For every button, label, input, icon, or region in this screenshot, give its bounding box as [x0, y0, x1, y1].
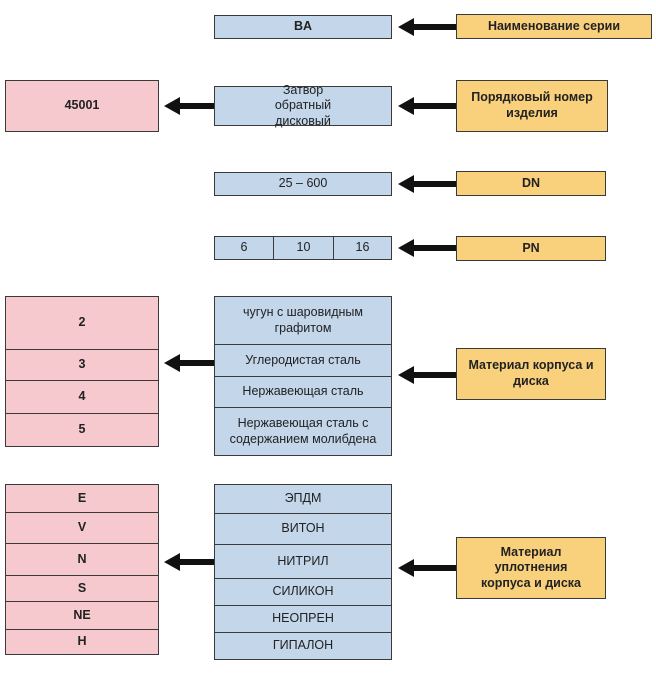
- body-material-ductile-iron-text: чугун с шаровидным графитом: [243, 304, 363, 335]
- dn-value: 25 – 600: [278, 176, 328, 191]
- body-material-stainless-steel-text: Нержавеющая сталь: [242, 384, 364, 399]
- seal-code-h: H: [5, 629, 159, 655]
- seal-code-e-text: E: [77, 490, 87, 505]
- pn-value-6-text: 6: [240, 240, 248, 255]
- seal-material-viton: ВИТОН: [214, 513, 392, 545]
- product-code: 45001: [64, 98, 100, 113]
- pn-label-box: PN: [456, 236, 606, 261]
- product-label: Порядковый номер изделия: [471, 90, 593, 120]
- body-material-label-box: Материал корпуса и диска: [456, 348, 606, 400]
- pn-value-16: 16: [333, 236, 392, 260]
- arrow-product-label: [398, 97, 456, 115]
- seal-material-silicone-text: СИЛИКОН: [272, 584, 334, 599]
- seal-material-epdm: ЭПДМ: [214, 484, 392, 514]
- body-code-4-text: 4: [78, 389, 86, 404]
- seal-code-s-text: S: [77, 580, 87, 595]
- arrow-body-codes: [164, 354, 214, 372]
- series-label-box: Наименование серии: [456, 14, 652, 39]
- arrow-seal-codes: [164, 553, 214, 571]
- seal-code-e: E: [5, 484, 159, 513]
- seal-material-epdm-text: ЭПДМ: [284, 491, 322, 506]
- pn-value-6: 6: [214, 236, 274, 260]
- product-label-box: Порядковый номер изделия: [456, 80, 608, 132]
- product-name: Затвор обратный дисковый: [274, 82, 332, 128]
- product-name-box: Затвор обратный дисковый: [214, 83, 392, 128]
- body-material-molybdenum-steel: Нержавеющая сталь с содержанием молибден…: [214, 407, 392, 456]
- body-material-label: Материал корпуса и диска: [468, 358, 594, 388]
- series-code: BA: [293, 19, 313, 34]
- body-code-3-text: 3: [78, 357, 86, 372]
- seal-material-neoprene-text: НЕОПРЕН: [272, 611, 334, 626]
- arrow-series: [398, 18, 456, 36]
- arrow-product: [164, 97, 214, 115]
- seal-material-nitrile-text: НИТРИЛ: [277, 553, 329, 568]
- arrow-pn: [398, 239, 456, 257]
- pn-value-10-text: 10: [296, 240, 311, 255]
- pn-label: PN: [522, 240, 540, 255]
- dn-value-box: 25 – 600: [214, 172, 392, 196]
- seal-code-ne: NE: [5, 601, 159, 630]
- dn-label: DN: [521, 175, 541, 190]
- series-label: Наименование серии: [487, 18, 621, 33]
- seal-material-hypalon-text: ГИПАЛОН: [272, 638, 334, 653]
- body-material-carbon-steel-text: Углеродистая сталь: [245, 352, 361, 367]
- seal-material-nitrile: НИТРИЛ: [214, 544, 392, 579]
- seal-material-label: Материал уплотнения корпуса и диска: [480, 544, 582, 590]
- arrow-dn: [398, 175, 456, 193]
- seal-material-silicone: СИЛИКОН: [214, 578, 392, 606]
- body-material-ductile-iron: чугун с шаровидным графитом: [214, 296, 392, 345]
- dn-label-box: DN: [456, 171, 606, 196]
- seal-material-viton-text: ВИТОН: [281, 521, 325, 536]
- seal-code-ne-text: NE: [73, 607, 91, 622]
- seal-code-n: N: [5, 543, 159, 576]
- seal-material-label-box: Материал уплотнения корпуса и диска: [456, 537, 606, 599]
- body-material-molybdenum-steel-text: Нержавеющая сталь с содержанием молибден…: [229, 415, 377, 446]
- seal-code-n-text: N: [77, 551, 87, 566]
- arrow-body-material: [398, 366, 456, 384]
- seal-code-v-text: V: [77, 520, 87, 535]
- body-code-5: 5: [5, 413, 159, 447]
- product-code-box: 45001: [5, 80, 159, 132]
- seal-material-hypalon: ГИПАЛОН: [214, 632, 392, 660]
- pn-value-16-text: 16: [355, 240, 370, 255]
- body-code-2: 2: [5, 296, 159, 350]
- body-code-4: 4: [5, 380, 159, 414]
- body-code-2-text: 2: [78, 315, 86, 330]
- seal-code-s: S: [5, 575, 159, 602]
- seal-code-h-text: H: [77, 634, 87, 649]
- body-code-5-text: 5: [78, 422, 86, 437]
- pn-value-10: 10: [273, 236, 334, 260]
- body-material-carbon-steel: Углеродистая сталь: [214, 344, 392, 377]
- seal-material-neoprene: НЕОПРЕН: [214, 605, 392, 633]
- seal-code-v: V: [5, 512, 159, 544]
- arrow-seal-material: [398, 559, 456, 577]
- series-code-box: BA: [214, 15, 392, 39]
- body-material-stainless-steel: Нержавеющая сталь: [214, 376, 392, 408]
- body-code-3: 3: [5, 349, 159, 381]
